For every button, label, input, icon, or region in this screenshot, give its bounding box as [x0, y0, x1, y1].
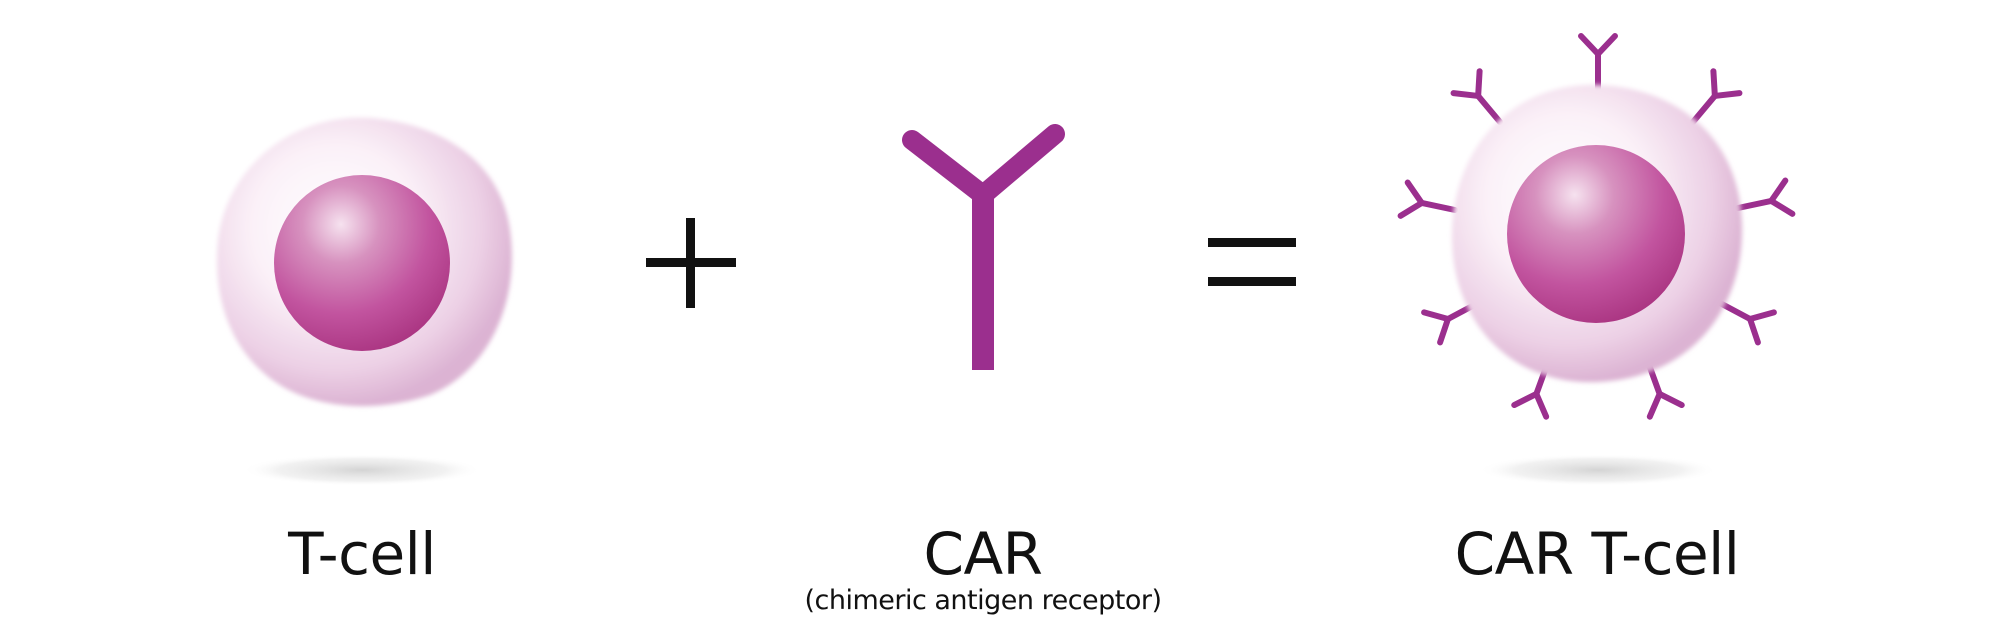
t-cell-icon: [216, 117, 512, 486]
car-t-cell-shadow: [1478, 454, 1718, 486]
t-cell-nucleus: [274, 175, 450, 351]
plus-operator-icon: [646, 218, 736, 308]
car-t-cell-nucleus: [1507, 145, 1685, 323]
car-t-cell-label: CAR T-cell: [1454, 520, 1740, 588]
car-label: CAR: [923, 520, 1043, 588]
car-receptor-icon: [902, 124, 1065, 370]
car-t-cell-icon: [1401, 36, 1793, 486]
t-cell-shadow: [242, 454, 482, 486]
t-cell-label: T-cell: [288, 520, 436, 588]
equals-operator-icon: [1208, 238, 1296, 286]
car-sublabel: (chimeric antigen receptor): [804, 585, 1162, 616]
